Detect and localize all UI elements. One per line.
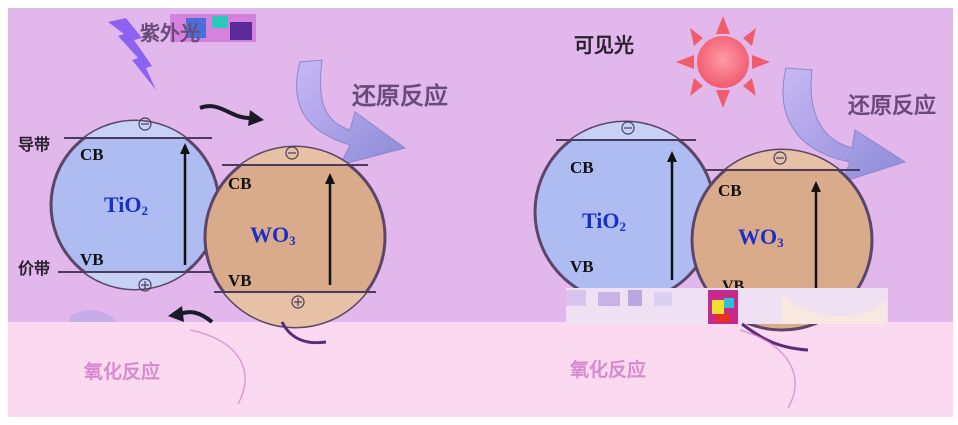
- tio2-cb-label: CB: [570, 158, 594, 177]
- tio2-label-left: TiO2: [104, 192, 148, 218]
- wo3-vb-label: VB: [228, 271, 252, 290]
- reduction-label-right: 还原反应: [847, 93, 936, 119]
- electron-icon: [285, 146, 299, 160]
- visible-light-label: 可见光: [574, 33, 634, 57]
- sun-icon: [676, 16, 770, 108]
- reduction-arrow: [782, 67, 907, 183]
- reduction-label-left: 还原反应: [352, 81, 448, 110]
- tio2-vb-label: VB: [80, 250, 104, 269]
- hole-icon: [138, 278, 152, 292]
- valence-band-label: 价带: [18, 259, 50, 278]
- conduction-band-label: 导带: [18, 135, 50, 154]
- uv-light-label: 紫外光: [140, 21, 200, 45]
- electron-icon: [621, 121, 635, 135]
- tio2-vb-label: VB: [570, 257, 594, 276]
- wo3-label-right: WO3: [738, 224, 784, 250]
- wo3-cb-label: CB: [228, 174, 252, 193]
- oxidation-label-left: 氧化反应: [84, 360, 160, 383]
- lightning-icon: [108, 18, 156, 90]
- reduction-arrow: [296, 59, 407, 166]
- hole-icon: [291, 295, 305, 309]
- lower-band: [8, 322, 953, 417]
- wo3-cb-label: CB: [718, 181, 742, 200]
- electron-icon: [138, 117, 152, 131]
- electron-icon: [773, 151, 787, 165]
- tio2-label-right: TiO2: [582, 208, 626, 234]
- oxidation-label-right: 氧化反应: [570, 358, 646, 381]
- tio2-particle-right: [533, 120, 717, 304]
- electron-transfer-arrow: [199, 104, 253, 121]
- tio2-cb-label: CB: [80, 145, 104, 164]
- wo3-label-left: WO3: [250, 222, 296, 248]
